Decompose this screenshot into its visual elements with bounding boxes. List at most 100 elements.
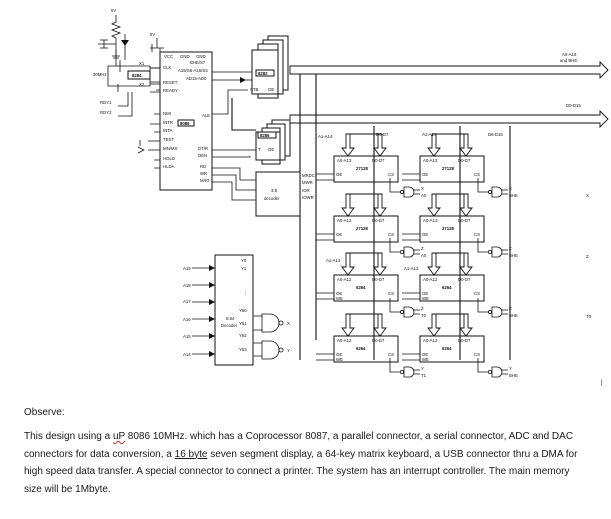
chip-body [333,335,399,363]
data-bus-label: D0-D15 [566,103,581,108]
cs-gate-2a: ZA0 [389,238,427,258]
ground-symbol [112,50,120,59]
chip-cs-pin: CS [388,232,394,237]
chip-data-arrow [459,193,473,217]
bhe-x-label: X [586,193,589,198]
chip-data-arrow [373,193,387,217]
svp-label: 5V [150,32,155,37]
latch-label: 8282 [258,71,268,76]
chip-addr-pins: A0-A12 [423,277,438,282]
gate-input-2: BHE [509,253,518,258]
chip-data-pins: D0-D7 [458,338,471,343]
or-gate-icon [403,306,415,318]
chip-addr-pins: A0-A13 [337,158,352,163]
dec-out-y0: Y0 [241,258,247,263]
chip-data-pins: D0-D7 [458,158,471,163]
chip-oe-pin: OE [422,172,428,177]
addr-bus-label2: and BHE [560,58,577,63]
chip-part-number: 27128 [356,226,369,231]
chip-addr-pins: A0-A12 [337,277,352,282]
bhe-t0-label: T0 [586,314,592,319]
schematic-diagram: 5V X1 X2 30MHz 8284 RDY1 RDY2 5V VCC GND… [93,8,609,386]
dec-out-y62: Y62 [239,333,247,338]
cpu-ready: READY [163,88,178,93]
decoder-sub: Decoder [221,323,238,328]
cpu-mio: M/IO [200,178,210,183]
cs-gate-4a: YT1 [389,358,427,378]
chip-data-arrow [459,133,473,157]
cpu-den: DEN [198,153,207,158]
or-gate-icon [403,246,415,258]
gate-input-1: Z [421,306,424,311]
chip-cs-pin: CS [388,352,394,357]
chip-cs-pin: CS [388,172,394,177]
chip-addr-arrow [427,133,441,157]
chip-part-number: 27128 [356,166,369,171]
chip-oe-pin: OE [422,232,428,237]
transceiver-oe: OE [268,147,274,152]
pullup-resistor [110,15,122,66]
chip-addr-arrow [427,193,441,217]
dec-in-a16: A16 [183,317,191,322]
cpu-ale: ALE [202,113,210,118]
address-bus-arrow [289,60,609,80]
or-gate-icon [403,186,415,198]
observe-part2: 8086 10MHz. which has a Coprocessor 8087… [24,431,574,460]
chip-body [333,155,399,183]
or-gate-icon [491,186,503,198]
clock-gen-label: 8284 [132,73,142,78]
chip-data-arrow [459,252,473,276]
chip-cs-pin: CS [474,172,480,177]
chip-data-pins: D0-D7 [372,277,385,282]
decoder-6x64-body [214,254,254,366]
chip-addr-arrow [427,313,441,337]
chip-body [333,274,399,302]
top-buses: A0-A19 and BHE D0-D15 [289,52,609,360]
chip-part-number: 27128 [442,226,455,231]
cpu-clk: CLK [163,65,171,70]
mem-addr-label-ram: A1-A13 [326,258,341,263]
observe-up-word: uP [112,431,126,442]
latch-stack: 8282 STB OE [212,35,289,115]
cpu-rd: RD [200,164,206,169]
gate-input-2: BHE [509,313,518,318]
cpu-nmi: NMI [163,111,171,116]
or-gate-icon [491,246,503,258]
chip-data-pins: D0-D7 [458,218,471,223]
dec38-out-mwr: MWR [302,180,313,185]
mem-data-label-lo: D0-D7 [376,132,389,137]
chip-data-arrow [373,252,387,276]
bhe-side-labels: X Z T0 [586,193,592,319]
cs-gate-3a: ZT0 [389,298,427,318]
observe-part3: seven segment display, a 64-key matrix k… [24,448,578,495]
chip-addr-pins: A0-A13 [337,218,352,223]
dec38-body [255,171,301,217]
or-gate-icon [491,306,503,318]
decoder-6x64: 6:64 Decoder A19 A18 A17 A16 A15 A14 Y0 … [183,254,290,366]
chip-addr-pins: A0-A12 [423,338,438,343]
chip-addr-pins: A0-A13 [423,218,438,223]
mem-addr-label-b: A1-A14 [422,132,437,137]
dec38-title: 3:8 [271,188,278,193]
chip-oe-pin: OE [336,232,342,237]
gate-input-1: Y [421,366,424,371]
chip-cs-pin: CS [388,291,394,296]
cpu-intr: INTR [163,120,173,125]
gate-out-x: X [287,321,290,326]
cpu-gnd1: GND [180,54,190,59]
decoder-title: 6:64 [226,316,235,321]
addr-bus-label: A0-A19 [562,52,577,57]
bhe-z-label: Z [586,254,589,259]
chip-body [419,155,485,183]
dec38-out-iowr: IOWR [302,195,314,200]
chip-addr-arrow [427,252,441,276]
